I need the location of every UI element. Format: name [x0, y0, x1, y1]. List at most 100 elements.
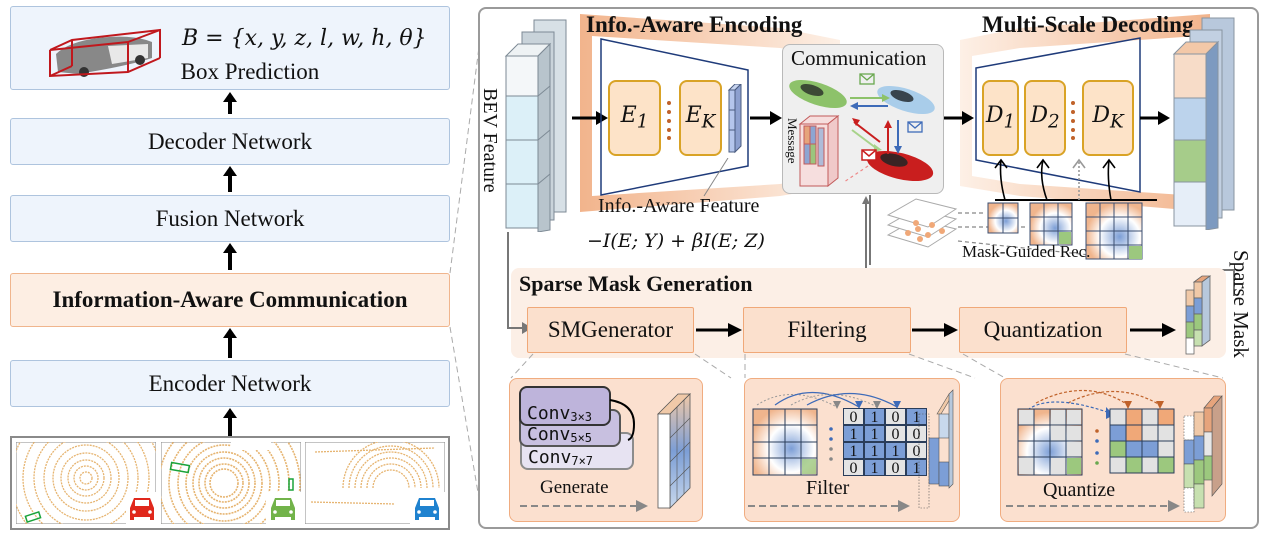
sparse-mask-generation-title: Sparse Mask Generation	[519, 271, 753, 296]
encoder-block-1-label: E1	[620, 103, 649, 133]
blue-car-icon	[877, 86, 935, 114]
decoder-block-2: D2	[1024, 80, 1066, 156]
decoder-block-1-label: D1	[985, 103, 1016, 133]
information-aware-communication-stage: Information-Aware Communication	[10, 273, 450, 327]
filtering-label: Filtering	[787, 317, 867, 342]
smgenerator-label: SMGenerator	[547, 317, 674, 342]
mask-bit: 1	[864, 408, 885, 426]
box-prediction-label: Box Prediction	[180, 59, 320, 84]
filter-source-grid	[752, 391, 901, 476]
decoder-block-1: D1	[982, 80, 1019, 156]
mask-guided-arrows	[994, 158, 1157, 201]
generated-mask-slab	[657, 393, 691, 509]
feature-pointer-line	[703, 158, 729, 197]
sparse-mask-label: Sparse Mask	[1229, 250, 1253, 358]
mask-bit: 0	[843, 408, 864, 426]
objective-formula: −I(E; Y) + βI(E; Z)	[587, 230, 765, 252]
lidar-frames	[10, 436, 450, 530]
recon-grid-large	[1085, 202, 1143, 260]
filter-label: Filter	[806, 477, 850, 499]
mask-bit: 0	[906, 442, 927, 460]
arrow-up-icon	[223, 166, 237, 192]
sub-panel-connectors	[510, 353, 1224, 379]
arrow-right-icon	[572, 111, 608, 125]
decoder-network-stage: Decoder Network	[10, 118, 450, 165]
smgenerator-step: SMGenerator	[527, 307, 694, 353]
arrow-right-icon	[696, 323, 742, 337]
agent-car-icon	[271, 498, 295, 520]
sparse-mask-cube	[1185, 275, 1212, 355]
mask-bit: 1	[864, 442, 885, 460]
ellipsis-dots	[667, 101, 671, 140]
mail-icon-red	[861, 149, 877, 161]
filtering-step: Filtering	[743, 307, 911, 353]
box-formula: B = {x, y, z, l, w, h, θ}	[182, 26, 427, 51]
decoder-trapezoid	[975, 37, 1141, 193]
green-car-icon	[789, 80, 847, 108]
encoder-block-1-label-sub: 1	[636, 111, 649, 133]
mask-bit: 0	[906, 425, 927, 443]
dashed-arrow-icon	[748, 500, 910, 512]
decoder-block-2-label: D2	[1030, 103, 1060, 133]
mask-bit: 1	[864, 425, 885, 443]
decoder-network-label: Decoder Network	[147, 128, 313, 154]
arrow-right-icon	[1130, 323, 1176, 337]
car-bbox-icon	[49, 28, 161, 78]
arrow-right-icon	[750, 111, 782, 125]
mail-icon-green	[859, 73, 875, 85]
mask-bit: 1	[885, 442, 906, 460]
generate-label: Generate	[540, 477, 609, 498]
agent-car-icon	[130, 498, 154, 520]
encoder-block-k: EK	[679, 80, 722, 156]
mask-bit: 0	[885, 408, 906, 426]
fusion-network-stage: Fusion Network	[10, 195, 450, 242]
arrow-up-icon	[223, 92, 237, 114]
quantized-grid	[1109, 408, 1175, 474]
encoder-block-k-label-sub: K	[701, 111, 716, 133]
encoding-title: Info.-Aware Encoding	[586, 12, 803, 37]
arrow-right-icon	[1140, 111, 1170, 125]
dashed-arrow-icon	[520, 500, 648, 512]
arrow-right-icon	[944, 111, 974, 125]
bev-feature-cube	[504, 19, 567, 232]
encoder-network-label: Encoder Network	[148, 370, 312, 396]
mask-bit: 1	[906, 459, 927, 477]
quantization-label: Quantization	[983, 317, 1103, 342]
info-aware-feature-vector	[727, 84, 742, 154]
quantize-grids	[1017, 389, 1175, 476]
communication-title: Communication	[791, 46, 927, 70]
agent-car-icon	[415, 498, 439, 520]
decoding-title: Multi-Scale Decoding	[982, 12, 1194, 37]
arrow-right-icon	[912, 323, 958, 337]
mask-layers-icon	[886, 198, 958, 248]
mask-guided-rec-label: Mask-Guided Rec.	[962, 242, 1091, 261]
output-feature-cube	[1172, 17, 1235, 230]
bev-feature-label: BEV Feature	[479, 88, 501, 193]
recon-grid-small	[987, 202, 1019, 234]
mask-bit: 1	[843, 425, 864, 443]
filtered-mask-slab	[918, 389, 954, 509]
red-car-icon	[866, 150, 934, 182]
arrow-up-icon	[223, 328, 237, 358]
message-label: Message	[785, 118, 800, 164]
lidar-frame-2	[161, 442, 301, 524]
encoder-block-1: E1	[608, 80, 661, 156]
arrow-up-icon	[223, 243, 237, 270]
info-aware-feature-label: Info.-Aware Feature	[598, 195, 760, 217]
ellipsis-dots	[1071, 101, 1075, 140]
encoder-network-stage: Encoder Network	[10, 360, 450, 407]
recon-grid-medium	[1029, 202, 1073, 246]
mask-bit: 0	[843, 459, 864, 477]
fusion-network-label: Fusion Network	[155, 205, 305, 231]
conv-link-curve	[609, 399, 636, 441]
mask-bit: 1	[864, 459, 885, 477]
mask-bit: 1	[843, 442, 864, 460]
mask-bit: 0	[885, 425, 906, 443]
lidar-frame-3	[305, 442, 445, 524]
decoder-block-k-label: DK	[1092, 103, 1124, 133]
mail-icon-blue	[907, 121, 923, 133]
mask-guided-reconstruction	[869, 195, 1143, 265]
mask-bit: 1	[906, 408, 927, 426]
